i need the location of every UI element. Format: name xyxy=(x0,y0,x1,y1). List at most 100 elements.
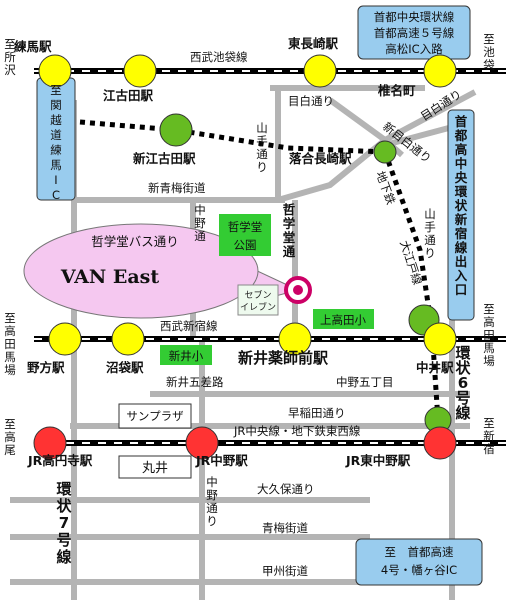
label-tokorozawa-char: 至 xyxy=(4,37,16,51)
sekimachi-text-char: 馬 xyxy=(50,158,62,172)
seven-line1: セブン xyxy=(244,289,271,301)
label-takadanobaba-right-char: 田 xyxy=(483,328,495,342)
road-shin-mejiro xyxy=(328,97,404,158)
shutoko-right-text-char: 新 xyxy=(455,212,468,227)
arai-school-label: 新井小 xyxy=(169,349,204,363)
shutoko-right-text-char: 線 xyxy=(455,240,468,255)
label-ikebukuro: 至池袋 xyxy=(483,32,495,72)
shutoko-right-text-char: 入 xyxy=(455,268,468,283)
sekimachi-text-char: 道 xyxy=(50,128,62,142)
shutoko-top-box: 首都中央環状線 首都高速５号線 高松IC入路 xyxy=(357,5,471,60)
shutoko-right-text-char: 首 xyxy=(455,114,468,129)
label-yamate-top-char: り xyxy=(256,160,268,174)
label-nakano-dori-bottom-char: 中 xyxy=(206,475,218,489)
label-nakano-dori-mid-char: 中 xyxy=(194,203,206,217)
kamitakada-box: 上高田小 xyxy=(313,309,374,329)
station-nerima-label: 練馬駅 xyxy=(14,39,52,54)
station-koenji-label: JR高円寺駅 xyxy=(27,453,93,468)
shutoko-bottom-line1: 至 首都高速 xyxy=(385,545,454,559)
label-ikebukuro-char: 至 xyxy=(483,32,495,46)
station-ekoda-marker xyxy=(123,54,157,88)
arai-school-box: 新井小 xyxy=(160,345,212,365)
shutoko-right-box xyxy=(447,109,475,321)
label-ikebukuro-char: 袋 xyxy=(483,58,495,72)
station-higashi-nakano-label: JR東中野駅 xyxy=(345,453,411,468)
label-kanjo6-char: 環 xyxy=(455,344,471,362)
tetsugakudo-park-box: 哲学堂 公園 xyxy=(219,214,271,256)
label-nakano-5: 中野五丁目 xyxy=(336,375,394,389)
label-nakano-dori-mid-char: 通 xyxy=(194,229,206,243)
station-ochiai-marker xyxy=(373,140,397,164)
stations xyxy=(33,54,457,460)
label-seibu-shinjuku: 西武新宿線 xyxy=(160,319,218,333)
label-takadanobaba-left-char: 場 xyxy=(4,363,16,377)
label-takao-char: 尾 xyxy=(4,443,16,457)
oedo-dotted-line-2 xyxy=(382,151,441,421)
roads xyxy=(10,85,477,600)
shutoko-top-line1: 首都中央環状線 xyxy=(374,10,455,24)
label-takao: 至高尾 xyxy=(4,417,16,457)
label-tetsugakudo-dori-char: 学 xyxy=(283,216,296,231)
label-yamate-top-char: 手 xyxy=(256,134,268,148)
label-kanjo6-char: 状 xyxy=(455,359,471,377)
callout-title: VAN East xyxy=(60,266,159,288)
label-nakano-dori-mid: 中野通 xyxy=(194,203,206,243)
rail-lines xyxy=(34,68,506,446)
label-kanjo7-char: 号 xyxy=(56,531,71,549)
shutoko-bottom-line2: 4号・幡ヶ谷IC xyxy=(381,563,457,577)
station-arai-marker xyxy=(278,322,312,356)
label-kanjo7-char: 状 xyxy=(56,497,72,515)
label-yamate-right-char: り xyxy=(424,246,436,260)
station-numabukuro-marker xyxy=(111,322,145,356)
oedo-dotted-line xyxy=(79,119,386,155)
label-takadanobaba-left-char: 至 xyxy=(4,311,16,325)
label-seibu-ikebukuro: 西武池袋線 xyxy=(190,50,248,64)
label-takadanobaba-right-char: 場 xyxy=(483,354,495,368)
label-arai-gosaro: 新井五差路 xyxy=(166,375,224,389)
label-mejiro-top: 目白通り xyxy=(288,94,334,108)
label-okubo: 大久保通り xyxy=(257,482,315,496)
station-nakai-label: 中井駅 xyxy=(416,360,454,375)
label-nakano-dori-bottom-char: り xyxy=(206,514,218,528)
label-nakano-dori-mid-char: 野 xyxy=(194,216,206,230)
label-waseda: 早稲田通り xyxy=(288,406,346,420)
shutoko-bottom-box: 至 首都高速 4号・幡ヶ谷IC xyxy=(355,538,483,586)
label-takadanobaba-left-char: 田 xyxy=(4,337,16,351)
label-tokorozawa-char: 沢 xyxy=(4,63,16,77)
label-yamate-right-char: 手 xyxy=(424,220,436,234)
label-koshu: 甲州街道 xyxy=(262,564,308,578)
label-kanjo6-char: 線 xyxy=(455,404,470,422)
label-yamate-top-char: 通 xyxy=(256,147,268,161)
label-yamate-right-char: 山 xyxy=(424,207,436,221)
label-shinjuku-char: 至 xyxy=(483,416,495,430)
shutoko-right-text-char: 環 xyxy=(455,184,468,199)
shutoko-right-text-char: 高 xyxy=(455,142,468,157)
label-kanjo6-char: 号 xyxy=(455,389,470,407)
station-shin-egota-label: 新江古田駅 xyxy=(133,151,196,166)
callout-bubble: 哲学堂バス通り VAN East xyxy=(23,223,300,319)
label-shin-oume: 新青梅街道 xyxy=(148,181,206,195)
shutoko-right-text-char: 出 xyxy=(455,254,468,269)
label-ikebukuro-char: 池 xyxy=(483,45,495,59)
sekimachi-text-char: 至 xyxy=(50,83,62,97)
label-oume: 青梅街道 xyxy=(262,521,308,535)
callout-subtitle: 哲学堂バス通り xyxy=(91,234,179,249)
station-higashi-nagasaki-label: 東長崎駅 xyxy=(288,36,339,51)
shutoko-right-text-char: 状 xyxy=(455,198,468,213)
sunplaza-box: サンプラザ xyxy=(118,403,192,429)
sunplaza-label: サンプラザ xyxy=(126,409,183,423)
shutoko-top-line3: 高松IC入路 xyxy=(385,42,443,56)
label-kanjo7-char: 環 xyxy=(56,480,72,498)
shutoko-top-line2: 首都高速５号線 xyxy=(374,26,455,40)
shutoko-right-text-char: 中 xyxy=(455,156,468,171)
station-ekoda-label: 江古田駅 xyxy=(103,88,154,103)
label-takadanobaba-right-char: 馬 xyxy=(483,341,495,355)
marui-box: 丸井 xyxy=(118,455,192,479)
station-nogata-marker xyxy=(48,322,82,356)
sekimachi-text-char: I xyxy=(54,173,57,187)
